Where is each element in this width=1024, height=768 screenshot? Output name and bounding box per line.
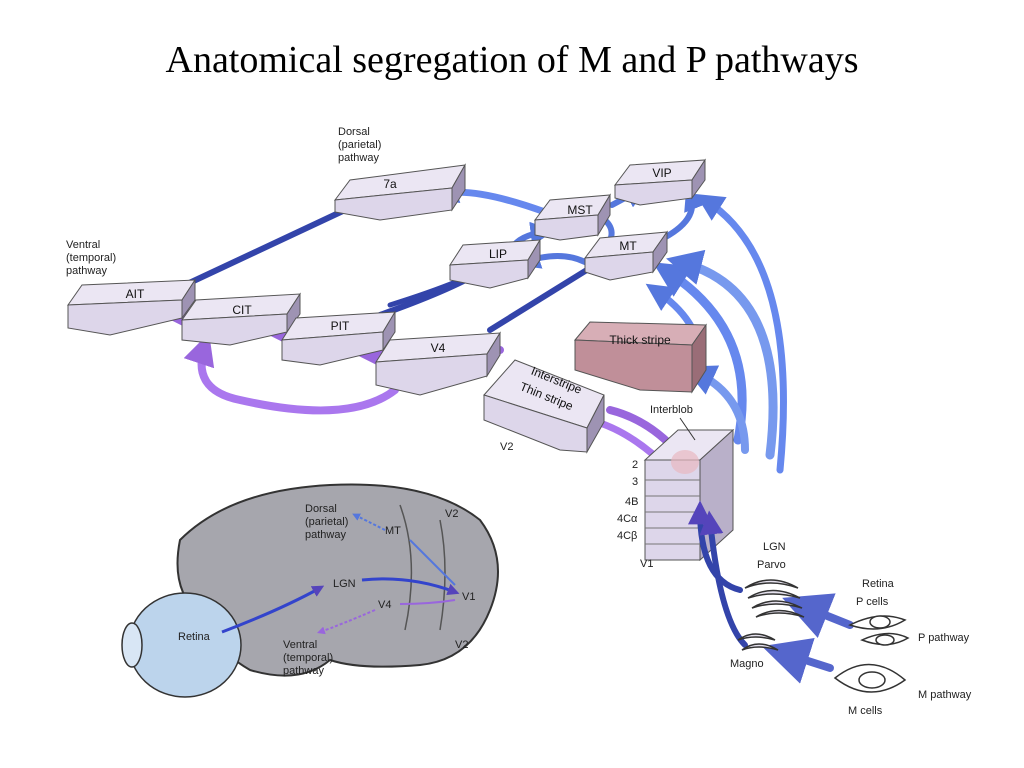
area-pit-label: PIT xyxy=(331,319,350,333)
inset-retina-label: Retina xyxy=(178,631,211,643)
parvo-layer-2 xyxy=(747,589,801,599)
retina-m-cell xyxy=(833,663,907,693)
v1-to-v4-inset-arrow xyxy=(399,599,456,605)
area-lip: LIP xyxy=(449,238,541,289)
inset-brain: Dorsal (parietal) pathway MT V2 LGN V1 V… xyxy=(121,483,499,698)
retina-to-lgn-arrow xyxy=(221,585,325,634)
eye xyxy=(128,592,242,698)
inset-v2-top-label: V2 xyxy=(445,508,458,520)
inset-v1-label: V1 xyxy=(462,591,475,603)
top-labels: Dorsal (parietal) pathway Ventral (tempo… xyxy=(66,126,972,717)
inset-lgn-label: LGN xyxy=(333,578,356,590)
area-vip: VIP xyxy=(613,158,706,206)
p-cells-to-parvo-arrow xyxy=(782,593,854,638)
retina-p-cells xyxy=(848,615,910,646)
dorsal-label-1: Dorsal xyxy=(338,126,370,138)
inset-v2-bottom-label: V2 xyxy=(455,639,468,651)
interblob-label: Interblob xyxy=(650,404,693,416)
area-mt: MT xyxy=(583,230,669,281)
parvo-layer-1 xyxy=(744,579,799,589)
magno-layer-2 xyxy=(741,643,779,651)
inset-mt-label: MT xyxy=(385,525,401,537)
layer-2-label: 2 xyxy=(632,459,638,471)
v1-to-mt-arrow-2 xyxy=(666,249,778,460)
dorsal-label-3: pathway xyxy=(338,152,379,164)
inset-ventral-1: Ventral xyxy=(283,639,317,651)
parvo-layer-4 xyxy=(755,609,805,618)
area-ait: AIT xyxy=(67,278,196,336)
inset-dorsal-1: Dorsal xyxy=(305,503,337,515)
v1-to-mt-inset-arrow xyxy=(409,539,456,586)
inset-ventral-2: (temporal) xyxy=(283,652,333,664)
retina-label: Retina xyxy=(862,578,895,590)
magno-label: Magno xyxy=(730,658,764,670)
m-cells-label: M cells xyxy=(848,705,883,717)
area-v4: V4 xyxy=(375,331,501,396)
v1-to-vip-arrow xyxy=(695,194,787,474)
inset-dorsal-3: pathway xyxy=(305,529,346,541)
thick-stripe: Thick stripe xyxy=(573,321,707,394)
v2-label: V2 xyxy=(500,441,513,453)
eye-lens xyxy=(121,622,143,668)
magno-layer-1 xyxy=(737,633,776,641)
v4-to-cit-loop-arrow xyxy=(183,332,399,415)
area-v4-label: V4 xyxy=(431,341,446,355)
mt-to-dorsal-arrow xyxy=(352,513,386,531)
dorsal-arrows xyxy=(182,176,787,474)
layer-4cb-label: 4Cβ xyxy=(617,530,637,542)
layer-3-label: 3 xyxy=(632,476,638,488)
v1-label: V1 xyxy=(640,558,653,570)
area-7a: 7a xyxy=(333,163,466,221)
area-mst: MST xyxy=(533,193,611,241)
parvo-layer-3 xyxy=(751,600,803,609)
m-cells-to-magno-arrow xyxy=(761,637,834,684)
lgn-label: LGN xyxy=(763,541,786,553)
area-cit-label: CIT xyxy=(232,303,252,317)
v4-to-ventral-arrow xyxy=(316,609,376,635)
inset-v4-label: V4 xyxy=(378,599,391,611)
p-cells-label: P cells xyxy=(856,596,889,608)
thick-stripe-label: Thick stripe xyxy=(609,333,671,347)
lgn-to-v1-arrow xyxy=(361,577,460,596)
ventral-label-2: (temporal) xyxy=(66,252,116,264)
v1-to-thick-arrow xyxy=(683,365,749,454)
inset-dorsal-2: (parietal) xyxy=(305,516,348,528)
ventral-label-1: Ventral xyxy=(66,239,100,251)
ait-to-7a-arrow xyxy=(182,207,348,288)
area-mst-label: MST xyxy=(567,203,593,217)
dorsal-label-2: (parietal) xyxy=(338,139,381,151)
area-cit: CIT xyxy=(180,292,301,346)
area-ait-label: AIT xyxy=(126,287,145,301)
v4-to-mt-arrow xyxy=(487,265,593,333)
lgn xyxy=(737,579,805,651)
area-vip-label: VIP xyxy=(652,166,671,180)
layer-4ca-label: 4Cα xyxy=(617,513,638,525)
ventral-label-3: pathway xyxy=(66,265,107,277)
area-v1-column xyxy=(643,428,735,562)
area-pit: PIT xyxy=(281,310,396,366)
layer-4b-label: 4B xyxy=(625,496,638,508)
parvo-label: Parvo xyxy=(757,559,786,571)
p-pathway-label: P pathway xyxy=(918,632,970,644)
m-pathway-label: M pathway xyxy=(918,689,972,701)
area-lip-label: LIP xyxy=(489,247,507,261)
slide-title: Anatomical segregation of M and P pathwa… xyxy=(165,39,859,81)
inset-ventral-3: pathway xyxy=(283,665,324,677)
area-7a-label: 7a xyxy=(383,177,397,191)
area-mt-label: MT xyxy=(619,239,637,253)
